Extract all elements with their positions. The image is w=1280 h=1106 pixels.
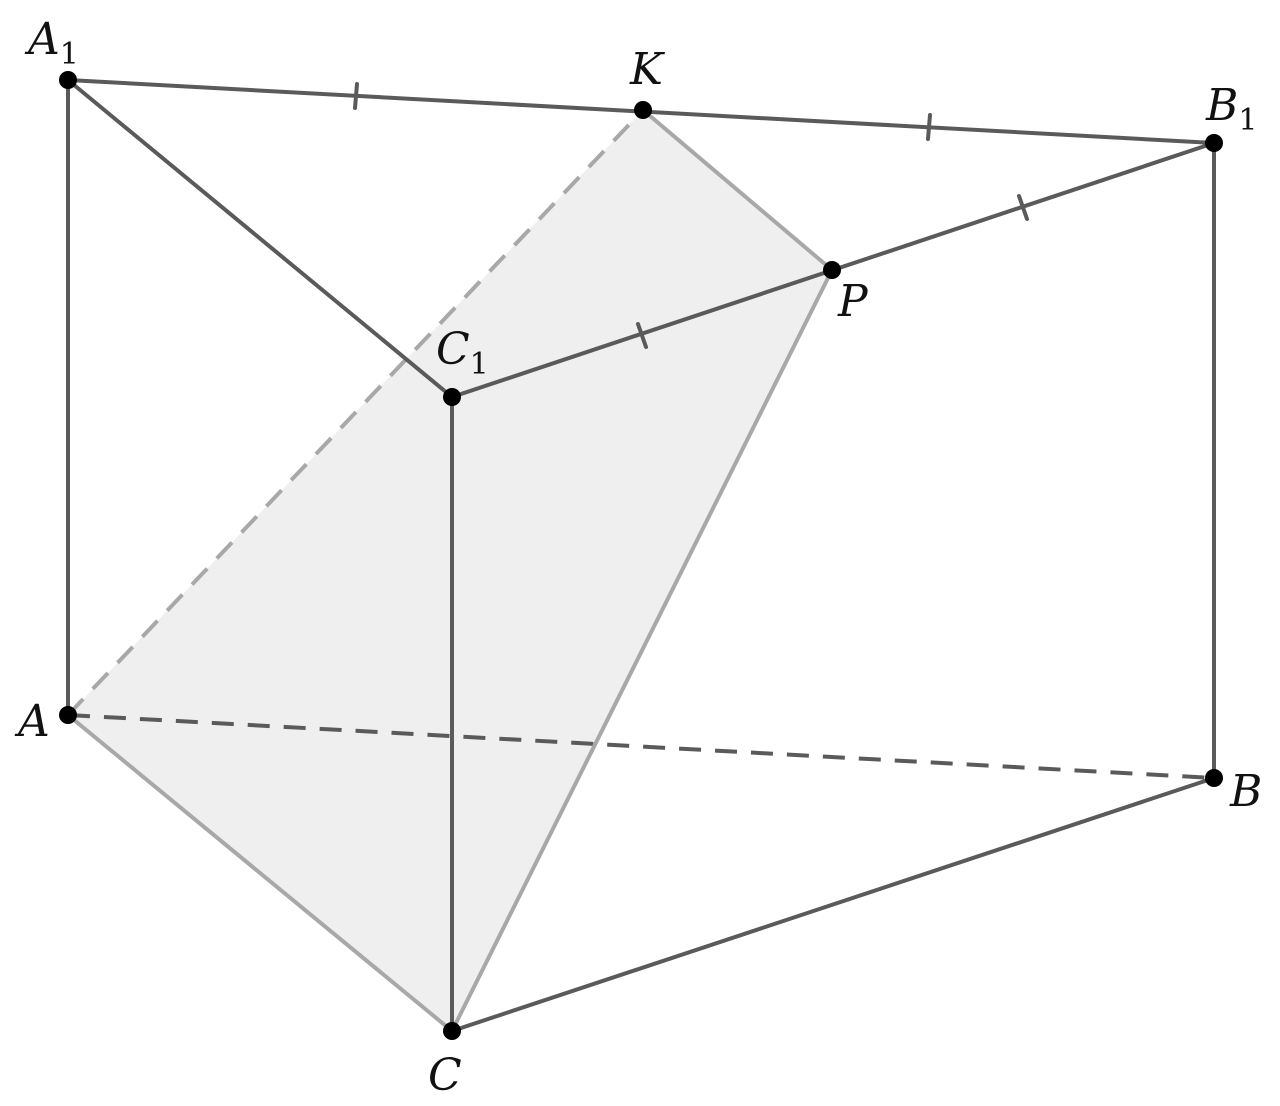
vertex-label-b: B xyxy=(1229,766,1262,817)
tick-mark-k-b1 xyxy=(926,113,932,141)
tick-mark-a1-k xyxy=(353,82,359,110)
tick-mark-p-b1 xyxy=(1017,194,1029,221)
vertex-label-a: A xyxy=(14,696,50,747)
edge-a-c xyxy=(66,713,454,1033)
vertex-c1-dot xyxy=(443,388,461,406)
edge-a-k-hidden xyxy=(66,108,645,717)
vertex-label-p: P xyxy=(837,276,869,327)
edge-c-b xyxy=(450,776,1216,1033)
vertex-label-c: C xyxy=(428,1050,462,1101)
vertex-b-dot xyxy=(1205,769,1223,787)
vertex-b1-dot xyxy=(1205,134,1223,152)
vertex-label-a1: A1 xyxy=(24,14,79,72)
vertex-p-dot xyxy=(823,261,841,279)
edge-p-c xyxy=(450,268,834,1033)
edge-a-b-hidden xyxy=(67,713,1215,780)
vertex-c-dot xyxy=(443,1022,461,1040)
vertex-label-c1: C1 xyxy=(436,324,489,382)
vertex-k-dot xyxy=(634,101,652,119)
vertex-a-dot xyxy=(59,706,77,724)
edge-k-p xyxy=(641,108,834,272)
vertex-a1-dot xyxy=(59,71,77,89)
vertex-label-b1: B1 xyxy=(1205,80,1257,138)
vertex-label-k: K xyxy=(629,44,665,95)
tick-mark-c1-p xyxy=(636,322,648,349)
edge-a1-c1 xyxy=(66,78,454,399)
